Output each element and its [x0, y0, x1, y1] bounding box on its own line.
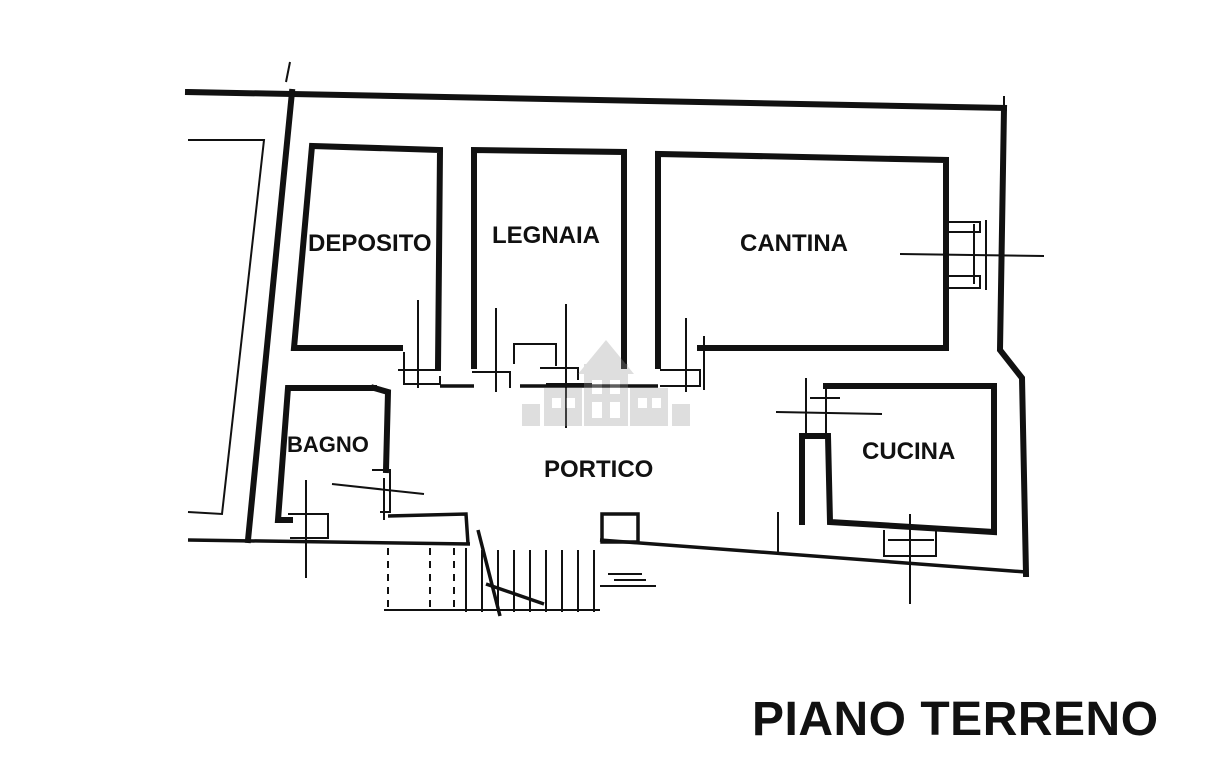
room-label-deposito: DEPOSITO	[308, 230, 432, 257]
entrance-stairs	[384, 529, 656, 617]
room-label-cucina: CUCINA	[862, 438, 956, 465]
room-deposito-walls	[290, 142, 444, 388]
room-label-cantina: CANTINA	[740, 230, 848, 257]
plan-title: PIANO TERRENO	[752, 693, 1159, 746]
room-legnaia-walls	[471, 146, 627, 428]
room-cantina-walls	[655, 150, 1045, 392]
room-label-legnaia: LEGNAIA	[492, 222, 600, 249]
room-portico-walls	[387, 384, 658, 545]
house-watermark-icon	[522, 340, 690, 426]
room-cucina-walls	[775, 378, 997, 604]
outer-walls	[184, 61, 1030, 578]
room-bagno-walls	[274, 384, 425, 578]
room-label-portico: PORTICO	[544, 456, 654, 483]
room-label-bagno: BAGNO	[287, 432, 369, 457]
